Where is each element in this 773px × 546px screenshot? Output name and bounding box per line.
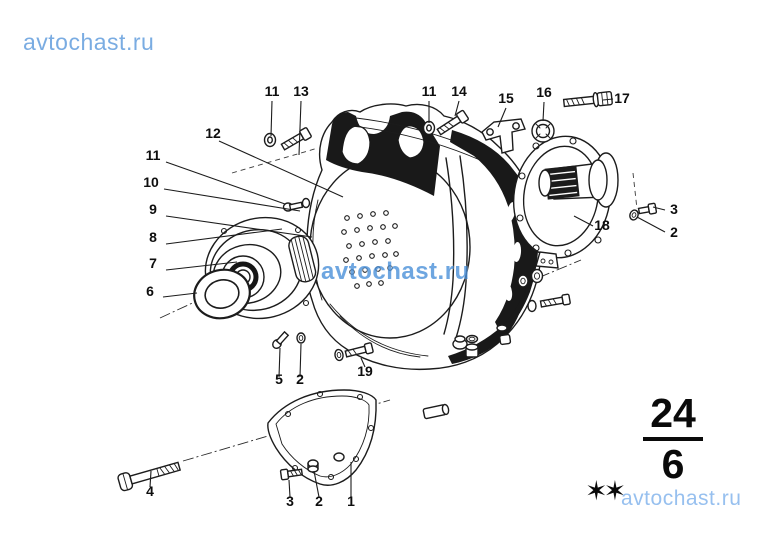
callout-label: 10 xyxy=(143,174,159,190)
bearing xyxy=(288,235,317,283)
callout-label: 1 xyxy=(347,493,355,509)
callout-label: 8 xyxy=(149,229,157,245)
callout-label: 13 xyxy=(293,83,309,99)
callout-label: 12 xyxy=(205,125,221,141)
watermark-top-left: avtochast.ru xyxy=(23,29,155,55)
bolt-3-bottom xyxy=(279,468,304,481)
spacer-nut xyxy=(531,119,555,143)
bell-housing xyxy=(305,103,543,371)
callout-label: 11 xyxy=(265,83,280,99)
nut-2-bottom xyxy=(307,459,319,473)
callout-label: 3 xyxy=(670,201,678,217)
watermark-center: avtochast.ru xyxy=(321,258,470,285)
page-number-numerator: 24 xyxy=(643,391,703,441)
callout-label: 11 xyxy=(422,83,437,99)
bolt-19 xyxy=(344,342,374,358)
bolt-17 xyxy=(562,91,613,108)
wave-washers xyxy=(517,268,544,313)
output-shaft xyxy=(538,152,619,208)
bolt-4 xyxy=(117,461,182,492)
washer-2-mid xyxy=(296,332,306,344)
callout-label: 9 xyxy=(149,201,157,217)
callout-label: 15 xyxy=(498,90,514,106)
washer-11-topright xyxy=(422,120,436,136)
bolt-5 xyxy=(272,330,290,349)
washer-2-right xyxy=(629,209,639,221)
callout-label: 18 xyxy=(594,217,610,233)
washer-11-topleft xyxy=(263,132,277,148)
bolt-14 xyxy=(436,109,469,136)
callout-label: 11 xyxy=(146,147,161,163)
callout-label: 5 xyxy=(275,371,283,387)
dowel-pin xyxy=(422,403,450,420)
callout-labels: 11 13 12 11 10 9 8 7 6 5 2 19 4 3 2 1 11… xyxy=(143,83,678,509)
page-number-fraction: 24 6 xyxy=(643,391,703,487)
callout-label: 2 xyxy=(296,371,304,387)
callout-label: 17 xyxy=(614,90,630,106)
callout-label: 3 xyxy=(286,493,294,509)
vent-holes xyxy=(341,210,399,289)
bolt-3-right xyxy=(637,202,658,215)
leader-lines xyxy=(149,98,666,498)
page-number-denominator: 6 xyxy=(661,441,685,487)
callout-label: 19 xyxy=(357,363,373,379)
callout-label: 6 xyxy=(146,283,154,299)
bracket xyxy=(481,118,526,154)
washer-19 xyxy=(334,348,344,362)
callout-label: 2 xyxy=(315,493,323,509)
bottom-cover-plate xyxy=(267,389,377,486)
callout-label: 2 xyxy=(670,224,678,240)
bolt-right-mid xyxy=(539,293,571,308)
callout-label: 4 xyxy=(146,483,154,499)
seal-ring xyxy=(193,268,251,320)
star-icons: ✶✶ xyxy=(585,476,626,506)
watermark-bottom-right: avtochast.ru xyxy=(621,487,742,510)
bolt-13 xyxy=(280,127,312,151)
drain-plugs xyxy=(465,324,512,358)
callout-label: 14 xyxy=(451,83,467,99)
callout-label: 16 xyxy=(536,84,552,100)
callout-label: 7 xyxy=(149,255,157,271)
